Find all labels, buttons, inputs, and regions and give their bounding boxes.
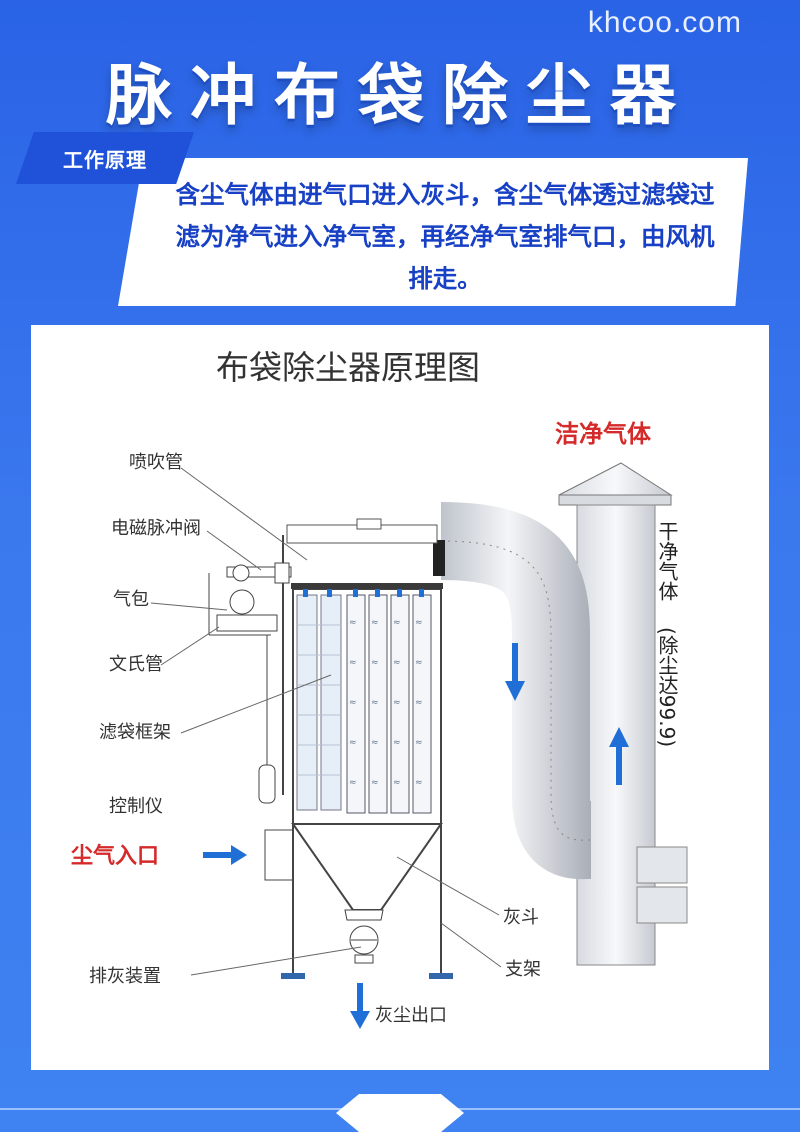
description-text: 含尘气体由进气口进入灰斗，含尘气体透过滤袋过滤为净气进入净气室，再经净气室排气口… [175,180,715,293]
page-title: 脉冲布袋除尘器 [106,57,694,134]
svg-text:≈: ≈ [349,698,357,708]
svg-text:≈: ≈ [393,658,401,668]
pulse-valve-assembly [208,562,292,804]
svg-text:≈: ≈ [415,698,423,708]
label-air-bag: 气包 [113,589,149,610]
svg-text:≈: ≈ [371,698,379,708]
label-clean-gas: 洁净气体 [555,420,652,448]
svg-text:≈: ≈ [349,658,357,668]
diagram-svg: 布袋除尘器原理图 [71,348,688,1029]
duct-pipe [433,502,594,880]
label-pulse-valve: 电磁脉冲阀 [111,518,201,539]
section-tag: 工作原理 [16,132,194,184]
clean-air-chamber [286,518,438,544]
footer-ornament [336,1094,464,1132]
svg-text:≈: ≈ [371,738,379,748]
label-dry-gas: 干净气体 [655,521,679,601]
hopper [281,823,453,979]
down-arrow-icon [505,643,525,701]
filter-housing: ≈ ≈ ≈ ≈ ≈ ≈ ≈ ≈ ≈ ≈ ≈ ≈ ≈ ≈ ≈ ≈ ≈ ≈ ≈ ≈ [282,535,443,825]
svg-text:≈: ≈ [393,618,401,628]
svg-text:≈: ≈ [415,778,423,788]
label-venturi: 文氏管 [109,654,163,675]
svg-text:≈: ≈ [349,778,357,788]
label-controller: 控制仪 [109,796,163,817]
ash-down-arrow-icon [350,983,370,1029]
description-box: 含尘气体由进气口进入灰斗，含尘气体透过滤袋过滤为净气进入净气室，再经净气室排气口… [118,158,748,306]
svg-text:≈: ≈ [393,778,401,788]
svg-text:≈: ≈ [415,618,423,628]
label-ash-unloader: 排灰装置 [89,966,161,987]
svg-text:≈: ≈ [371,778,379,788]
diagram-title: 布袋除尘器原理图 [216,348,480,387]
up-arrow-icon [609,727,629,785]
svg-text:≈: ≈ [371,658,379,668]
svg-text:≈: ≈ [415,738,423,748]
watermark: khcoo.com [587,6,742,39]
svg-text:≈: ≈ [393,738,401,748]
inlet-flange [264,829,294,881]
diagram-panel: 布袋除尘器原理图 [31,325,769,1070]
svg-text:≈: ≈ [349,618,357,628]
label-dust-removal-rate: (除尘达99.9) [655,627,679,747]
svg-text:≈: ≈ [393,698,401,708]
label-dust-outlet: 灰尘出口 [375,1005,447,1026]
label-dust-inlet: 尘气入口 [71,843,159,869]
label-hopper: 灰斗 [503,907,539,928]
label-bag-frame: 滤袋框架 [99,722,171,743]
svg-text:≈: ≈ [415,658,423,668]
inlet-arrow-icon [203,845,247,865]
label-blow-pipe: 喷吹管 [129,452,183,473]
label-support: 支架 [505,959,541,980]
svg-text:≈: ≈ [371,618,379,628]
svg-text:≈: ≈ [349,738,357,748]
